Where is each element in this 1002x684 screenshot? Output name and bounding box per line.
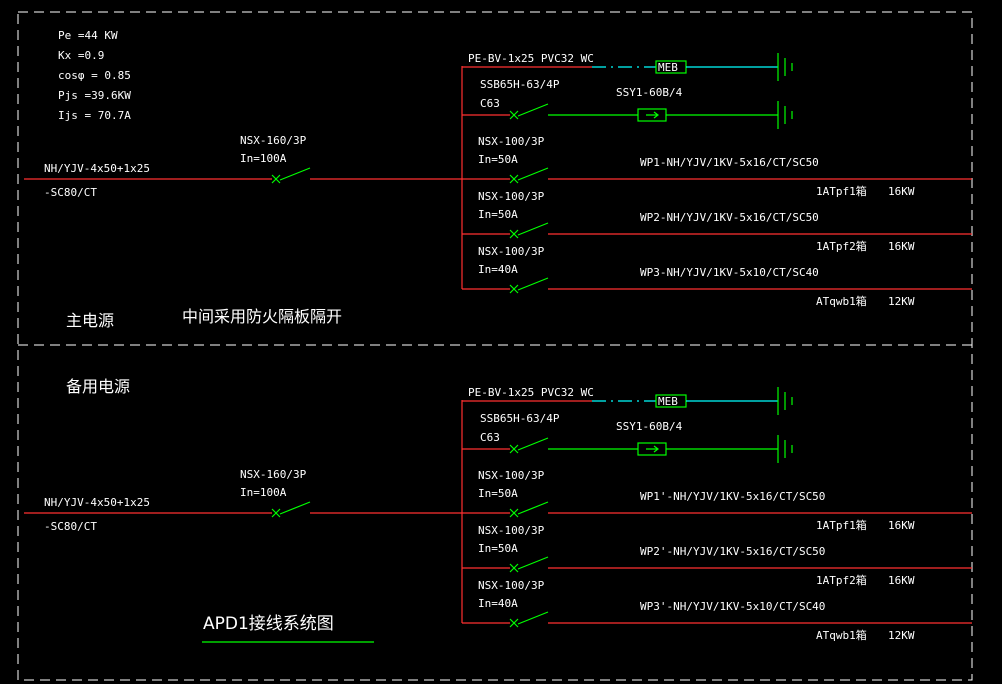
circuit-power: 16KW — [888, 519, 915, 532]
incoming-conduit: -SC80/CT — [44, 520, 97, 533]
main-breaker-rating: In=100A — [240, 152, 287, 165]
spd-breaker-cross — [509, 110, 519, 120]
spd-breaker-rating: C63 — [480, 431, 500, 444]
circuit-power: 16KW — [888, 240, 915, 253]
circuit-destination: 1ATpf2箱 — [816, 573, 867, 587]
pe-cable-label: PE-BV-1x25 PVC32 WC — [468, 386, 594, 399]
circuit-breaker-rating: In=50A — [478, 542, 518, 555]
spd-breaker-rating: C63 — [480, 97, 500, 110]
circuit-2: NSX-100/3P In=40A WP3-NH/YJV/1KV-5x10/CT/S… — [462, 245, 972, 308]
section-label: 主电源 — [66, 311, 114, 330]
main-breaker-blade — [279, 167, 311, 181]
circuit-breaker-blade — [517, 501, 549, 515]
main-breaker-cross — [271, 174, 281, 184]
circuit-breaker-rating: In=50A — [478, 208, 518, 221]
circuit-breaker-model: NSX-100/3P — [478, 135, 545, 148]
spd-breaker-model: SSB65H-63/4P — [480, 412, 560, 425]
circuit-cable-spec: WP2'-NH/YJV/1KV-5x16/CT/SC50 — [640, 545, 825, 558]
load-pe: Pe =44 KW — [58, 29, 118, 42]
circuit-power: 16KW — [888, 574, 915, 587]
circuit-breaker-blade — [517, 277, 549, 291]
circuit-breaker-blade — [517, 556, 549, 570]
circuit-0: NSX-100/3P In=50A WP1-NH/YJV/1KV-5x16/CT/S… — [462, 135, 972, 198]
circuit-2: NSX-100/3P In=40A WP3'-NH/YJV/1KV-5x10/CT/… — [462, 579, 972, 642]
frame-border — [17, 11, 973, 681]
load-kx: Kx =0.9 — [58, 49, 104, 62]
circuit-1: NSX-100/3P In=50A WP2-NH/YJV/1KV-5x16/CT/S… — [462, 190, 972, 253]
circuit-breaker-cross — [509, 618, 519, 628]
spd-breaker-blade — [517, 103, 549, 117]
sections-group: 主电源 NH/YJV-4x50+1x25 -SC80/CT NSX-160/3P In=… — [24, 52, 972, 642]
circuit-breaker-blade — [517, 611, 549, 625]
circuit-breaker-model: NSX-100/3P — [478, 469, 545, 482]
pe-cable-label: PE-BV-1x25 PVC32 WC — [468, 52, 594, 65]
load-ijs: Ijs = 70.7A — [58, 109, 131, 122]
circuit-breaker-blade — [517, 222, 549, 236]
main-breaker-model: NSX-160/3P — [240, 468, 307, 481]
load-cos: cosφ = 0.85 — [58, 69, 131, 82]
main-breaker-model: NSX-160/3P — [240, 134, 307, 147]
circuit-cable-spec: WP1'-NH/YJV/1KV-5x16/CT/SC50 — [640, 490, 825, 503]
incoming-cable: NH/YJV-4x50+1x25 — [44, 162, 150, 175]
partition-note: 中间采用防火隔板隔开 — [182, 307, 342, 326]
circuit-breaker-rating: In=50A — [478, 487, 518, 500]
power-section-0: 主电源 NH/YJV-4x50+1x25 -SC80/CT NSX-160/3P In=… — [24, 52, 972, 330]
spd-model: SSY1-60B/4 — [616, 86, 683, 99]
circuit-power: 16KW — [888, 185, 915, 198]
main-breaker-blade — [279, 501, 311, 515]
circuit-power: 12KW — [888, 295, 915, 308]
main-breaker-rating: In=100A — [240, 486, 287, 499]
meb-label: MEB — [658, 61, 678, 74]
spd-breaker-model: SSB65H-63/4P — [480, 78, 560, 91]
circuit-destination: 1ATpf1箱 — [816, 184, 867, 198]
circuit-breaker-model: NSX-100/3P — [478, 579, 545, 592]
circuit-breaker-model: NSX-100/3P — [478, 524, 545, 537]
circuit-0: NSX-100/3P In=50A WP1'-NH/YJV/1KV-5x16/CT/… — [462, 469, 972, 532]
circuit-breaker-cross — [509, 508, 519, 518]
power-section-1: 备用电源 NH/YJV-4x50+1x25 -SC80/CT NSX-160/3P In… — [24, 377, 972, 642]
spd-model: SSY1-60B/4 — [616, 420, 683, 433]
circuit-breaker-model: NSX-100/3P — [478, 245, 545, 258]
section-label: 备用电源 — [66, 377, 130, 396]
circuit-breaker-rating: In=40A — [478, 263, 518, 276]
spd-breaker-cross — [509, 444, 519, 454]
circuit-breaker-rating: In=40A — [478, 597, 518, 610]
meb-label: MEB — [658, 395, 678, 408]
load-pjs: Pjs =39.6KW — [58, 89, 131, 102]
circuit-destination: 1ATpf2箱 — [816, 239, 867, 253]
circuit-destination: ATqwb1箱 — [816, 628, 867, 642]
circuit-breaker-blade — [517, 167, 549, 181]
circuit-breaker-cross — [509, 229, 519, 239]
circuit-destination: 1ATpf1箱 — [816, 518, 867, 532]
circuit-1: NSX-100/3P In=50A WP2'-NH/YJV/1KV-5x16/CT/… — [462, 524, 972, 587]
incoming-cable: NH/YJV-4x50+1x25 — [44, 496, 150, 509]
circuit-breaker-cross — [509, 284, 519, 294]
spd-arrow-icon — [646, 445, 659, 453]
incoming-conduit: -SC80/CT — [44, 186, 97, 199]
circuit-cable-spec: WP1-NH/YJV/1KV-5x16/CT/SC50 — [640, 156, 819, 169]
circuit-breaker-model: NSX-100/3P — [478, 190, 545, 203]
circuit-breaker-rating: In=50A — [478, 153, 518, 166]
main-breaker-cross — [271, 508, 281, 518]
circuit-breaker-cross — [509, 174, 519, 184]
spd-breaker-blade — [517, 437, 549, 451]
circuit-cable-spec: WP3'-NH/YJV/1KV-5x10/CT/SC40 — [640, 600, 825, 613]
circuit-breaker-cross — [509, 563, 519, 573]
circuit-cable-spec: WP2-NH/YJV/1KV-5x16/CT/SC50 — [640, 211, 819, 224]
spd-arrow-icon — [646, 111, 659, 119]
circuit-cable-spec: WP3-NH/YJV/1KV-5x10/CT/SC40 — [640, 266, 819, 279]
circuit-power: 12KW — [888, 629, 915, 642]
diagram-title: APD1接线系统图 — [203, 614, 334, 634]
circuit-destination: ATqwb1箱 — [816, 294, 867, 308]
